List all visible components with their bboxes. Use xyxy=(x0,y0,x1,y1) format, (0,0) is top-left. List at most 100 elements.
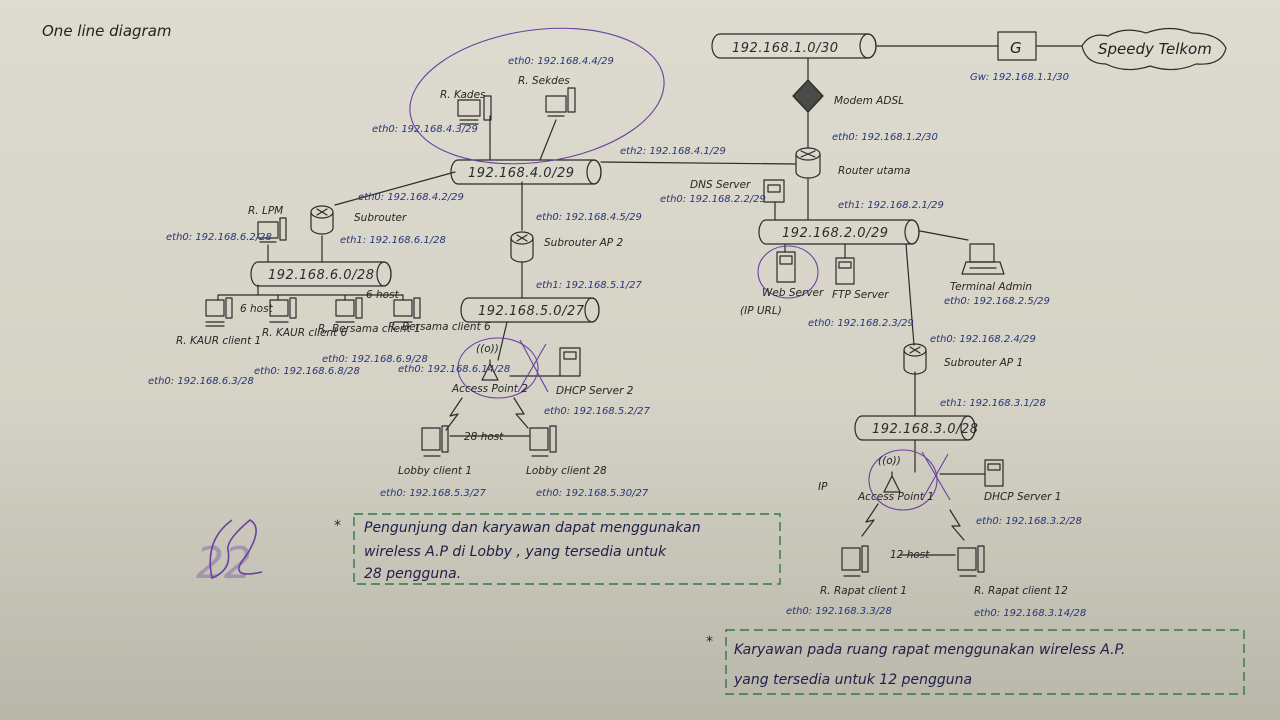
ap2-eth0: eth0: 192.168.4.5/29 xyxy=(536,212,642,223)
host-count-bersama: 6 host xyxy=(366,289,400,301)
wireless-link-icon xyxy=(949,509,965,541)
connection-lines xyxy=(217,45,1083,556)
score-mark: 22 xyxy=(196,538,252,589)
ftp-server-icon xyxy=(835,257,855,285)
note-box-lobby xyxy=(353,513,781,585)
subrouter-ap2-icon xyxy=(510,231,534,263)
web-server-note: (IP URL) xyxy=(740,305,782,317)
kaur-client-6-ip: eth0: 192.168.6.8/28 xyxy=(254,366,360,377)
bersama-client-1-ip: eth0: 192.168.6.9/28 xyxy=(322,354,428,365)
subrouter-eth1: eth1: 192.168.6.1/28 xyxy=(340,235,446,246)
kaur-client-6-label: R. KAUR client 6 xyxy=(262,327,348,339)
kaur-client-1-ip: eth0: 192.168.6.3/28 xyxy=(148,376,254,387)
lpm-label: R. LPM xyxy=(248,205,283,217)
pc-kaur-client-6-icon xyxy=(269,297,297,323)
kaur-client-1-label: R. KAUR client 1 xyxy=(176,335,261,347)
access-point-2-label: Access Point 2 xyxy=(451,383,528,395)
access-point-1-icon xyxy=(883,471,901,493)
pc-lobby-client-28-icon xyxy=(529,425,557,457)
ap2-wifi-symbol: ((o)) xyxy=(476,343,499,355)
pc-lpm-icon xyxy=(257,217,287,243)
rapat-client-1-label: R. Rapat client 1 xyxy=(820,585,907,597)
router-utama-eth0: eth0: 192.168.1.2/30 xyxy=(832,132,938,143)
note-lobby-line-1: Pengunjung dan karyawan dapat menggunaka… xyxy=(364,520,701,536)
access-point-1-label: Access Point 1 xyxy=(857,491,934,503)
dhcp-server-2-ip: eth0: 192.168.5.2/27 xyxy=(544,406,650,417)
isp-label: Speedy Telkom xyxy=(1098,40,1212,58)
router-utama-eth2: eth2: 192.168.4.1/29 xyxy=(620,146,726,157)
sekdes-ip: eth0: 192.168.4.4/29 xyxy=(508,56,614,67)
dhcp-server-2-label: DHCP Server 2 xyxy=(556,385,634,397)
note-rapat-star: * xyxy=(706,634,713,650)
dhcp-server-2-icon xyxy=(559,347,581,377)
network-label-192-168-4-0: 192.168.4.0/29 xyxy=(468,166,575,181)
network-pipe-192-168-2-0 xyxy=(758,219,920,245)
note-rapat-line-1: Karyawan pada ruang rapat menggunakan wi… xyxy=(734,642,1126,658)
kades-label: R. Kades xyxy=(440,89,486,101)
pc-bersama-client-1-icon xyxy=(335,297,363,323)
network-label-192-168-6-0: 192.168.6.0/28 xyxy=(268,268,375,283)
lobby-client-1-ip: eth0: 192.168.5.3/27 xyxy=(380,488,486,499)
ap1-eth1: eth1: 192.168.3.1/28 xyxy=(940,398,1046,409)
dhcp-server-1-label: DHCP Server 1 xyxy=(984,491,1061,503)
modem-label: Modem ADSL xyxy=(834,95,904,107)
rapat-client-12-ip: eth0: 192.168.3.14/28 xyxy=(974,608,1086,619)
subrouter-ap2-label: Subrouter AP 2 xyxy=(544,237,623,249)
pc-lobby-client-1-icon xyxy=(421,425,449,457)
bersama-client-6-ip: eth0: 192.168.6.14/28 xyxy=(398,364,510,375)
diagram-title: One line diagram xyxy=(42,22,172,40)
purple-cross-mark xyxy=(517,339,549,393)
note-lobby-line-3: 28 pengguna. xyxy=(364,566,461,582)
subrouter-icon xyxy=(310,205,334,235)
network-label-192-168-3-0: 192.168.3.0/28 xyxy=(872,422,979,437)
wireless-link-icon xyxy=(445,397,463,431)
network-label-192-168-1-0: 192.168.1.0/30 xyxy=(732,41,839,56)
network-label-192-168-5-0: 192.168.5.0/27 xyxy=(478,304,585,319)
network-pipe-192-168-6-0 xyxy=(250,261,392,287)
pc-rapat-client-12-icon xyxy=(957,545,985,577)
note-lobby-star: * xyxy=(334,518,341,534)
pc-sekdes-icon xyxy=(545,87,576,117)
ftp-server-ip: eth0: 192.168.2.3/29 xyxy=(808,318,914,329)
note-box-rapat xyxy=(725,629,1245,695)
bersama-client-6-label: R. Bersama client 6 xyxy=(388,321,491,333)
bersama-client-1-label: R. Bersama client 1 xyxy=(318,323,421,335)
network-pipe-192-168-3-0 xyxy=(854,415,976,441)
network-pipe-192-168-1-0 xyxy=(711,33,877,59)
wireless-link-icon xyxy=(861,503,879,537)
rapat-client-12-label: R. Rapat client 12 xyxy=(974,585,1068,597)
network-pipe-192-168-5-0 xyxy=(460,297,600,323)
note-lobby-line-2: wireless A.P di Lobby , yang tersedia un… xyxy=(364,544,667,560)
note-rapat-line-2: yang tersedia untuk 12 pengguna xyxy=(733,672,972,688)
pc-kaur-client-1-icon xyxy=(205,297,233,327)
subrouter-ap1-icon xyxy=(903,343,927,375)
lobby-client-28-label: Lobby client 28 xyxy=(526,465,607,477)
rapat-host-count: 12 host xyxy=(890,549,930,561)
ftp-server-label: FTP Server xyxy=(832,289,889,301)
purple-scribble xyxy=(209,519,263,580)
lpm-ip: eth0: 192.168.6.2/28 xyxy=(166,232,272,243)
dhcp-server-1-ip: eth0: 192.168.3.2/28 xyxy=(976,516,1082,527)
lobby-client-28-ip: eth0: 192.168.5.30/27 xyxy=(536,488,649,499)
subrouter-label: Subrouter xyxy=(354,212,407,224)
host-count-kaur: 6 host xyxy=(240,303,274,315)
terminal-admin-label: Terminal Admin xyxy=(950,281,1032,293)
ap1-eth0: eth0: 192.168.2.4/29 xyxy=(930,334,1036,345)
gateway-symbol: G xyxy=(1010,39,1022,57)
purple-highlight-circle xyxy=(757,245,819,299)
gateway-ip: Gw: 192.168.1.1/30 xyxy=(970,72,1069,83)
ap1-side-note: IP xyxy=(818,481,828,493)
network-pipe-192-168-4-0 xyxy=(450,159,602,185)
purple-highlight-circle xyxy=(409,27,665,165)
dns-server-ip: eth0: 192.168.2.2/29 xyxy=(660,194,766,205)
dns-server-icon xyxy=(763,179,785,203)
router-utama-label: Router utama xyxy=(838,165,910,177)
sekdes-label: R. Sekdes xyxy=(518,75,570,87)
network-label-192-168-2-0: 192.168.2.0/29 xyxy=(782,226,889,241)
purple-cross-mark xyxy=(921,451,951,501)
subrouter-eth0: eth0: 192.168.4.2/29 xyxy=(358,192,464,203)
pc-bersama-client-6-icon xyxy=(393,297,421,323)
access-point-2-icon xyxy=(481,359,499,381)
lobby-client-1-label: Lobby client 1 xyxy=(398,465,472,477)
